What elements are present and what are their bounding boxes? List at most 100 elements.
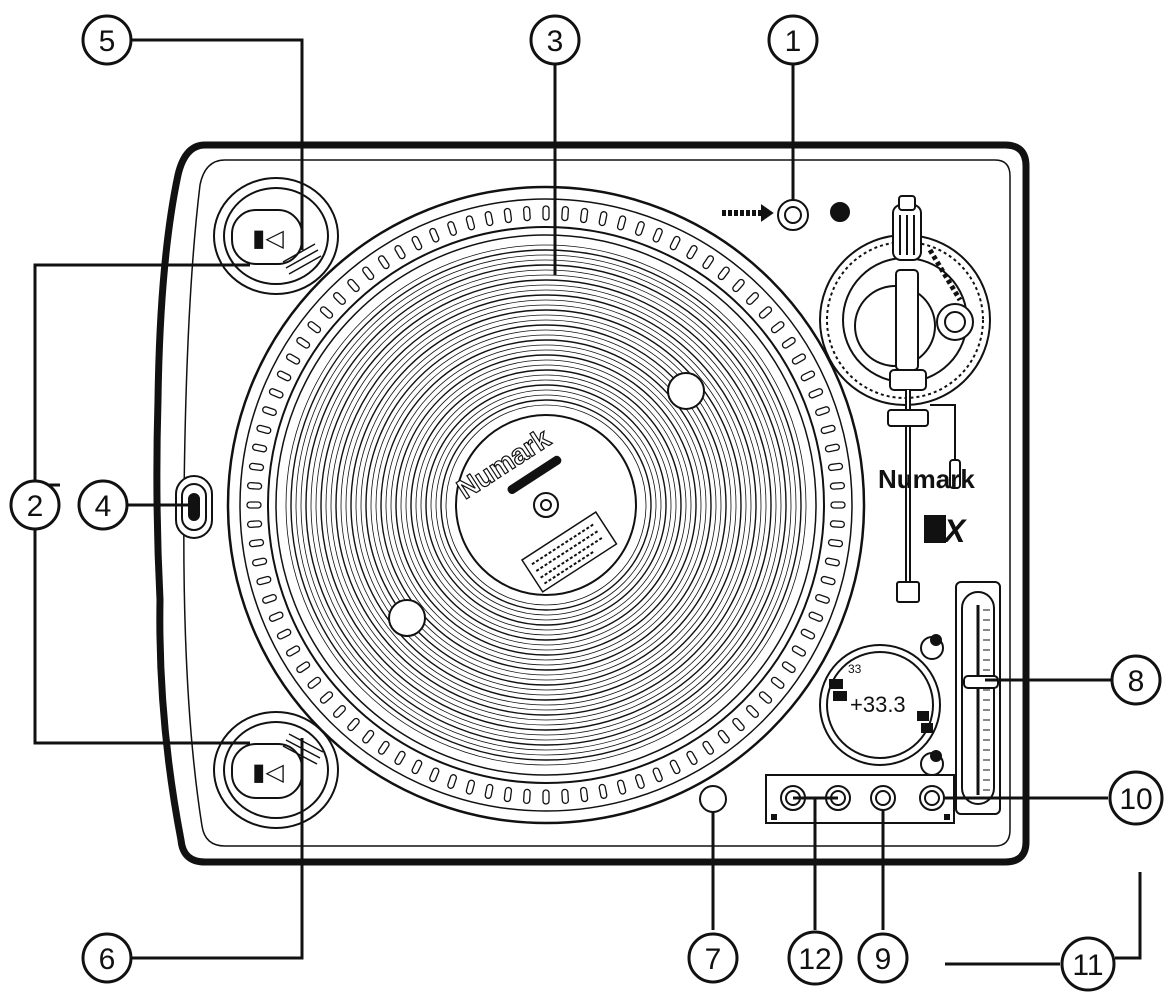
strobe-dot xyxy=(616,779,627,795)
strobe-dot xyxy=(808,611,824,622)
svg-text:9: 9 xyxy=(875,943,892,976)
strobe-dot xyxy=(394,244,406,260)
strobe-dot xyxy=(307,321,322,334)
strobe-dot xyxy=(333,292,346,305)
record-groove xyxy=(365,324,727,686)
record-groove xyxy=(395,354,697,656)
record-groove xyxy=(390,349,702,661)
power-indicator-icon xyxy=(830,202,850,222)
strobe-dot xyxy=(377,255,390,270)
side-switch[interactable] xyxy=(175,475,213,539)
strobe-dot xyxy=(702,255,715,270)
strobe-dot xyxy=(791,645,807,657)
pitch-display: 33 +33.3 xyxy=(819,634,944,776)
strobe-dot xyxy=(829,520,846,529)
strobe-dot xyxy=(598,211,608,227)
strobe-dot xyxy=(770,321,785,334)
strobe-dot xyxy=(800,370,816,382)
record-groove xyxy=(400,359,692,651)
strobe-dot xyxy=(732,717,745,732)
play-reverse-icon: ▮◁ xyxy=(252,759,284,786)
strobe-dot xyxy=(296,336,311,349)
record-groove xyxy=(420,379,672,631)
svg-text:2: 2 xyxy=(27,490,44,523)
strobe-dot xyxy=(808,388,824,399)
strobe-dot xyxy=(307,676,322,689)
record-groove xyxy=(370,329,722,681)
power-button[interactable] xyxy=(777,199,809,231)
strobe-dot xyxy=(296,661,311,674)
svg-text:8: 8 xyxy=(1128,665,1145,698)
record-groove xyxy=(290,249,802,761)
pitch-slider[interactable] xyxy=(955,581,1001,815)
model-badge: X xyxy=(924,513,967,549)
record-groove xyxy=(425,384,667,626)
callout-12: 12 xyxy=(787,930,843,986)
svg-text:10: 10 xyxy=(1119,783,1152,816)
record-groove xyxy=(350,309,742,701)
pitch-button-top[interactable] xyxy=(920,634,944,660)
strobe-dot xyxy=(579,207,589,224)
strobe-dot xyxy=(758,691,773,704)
strobe-dot xyxy=(262,406,277,417)
strobe-dot xyxy=(465,779,476,795)
svg-text:5: 5 xyxy=(99,25,116,58)
strobe-dot xyxy=(429,767,440,783)
pitch-button-bottom[interactable] xyxy=(920,750,944,776)
record-groove xyxy=(285,244,807,766)
strobe-dot xyxy=(246,520,263,529)
strobe-dot xyxy=(465,215,476,231)
strobe-dot xyxy=(669,759,681,775)
strobe-dot xyxy=(248,462,265,472)
strobe-dot xyxy=(268,611,284,622)
strobe-dot xyxy=(542,789,550,805)
strobe-dot xyxy=(579,786,589,803)
strobe-dot xyxy=(411,759,423,775)
adjust-knob[interactable] xyxy=(699,785,727,813)
strobe-dot xyxy=(686,244,698,260)
strobe-dot xyxy=(484,211,494,227)
platter[interactable] xyxy=(226,185,866,825)
strobe-dot xyxy=(732,278,745,293)
key-lock-button[interactable] xyxy=(870,785,896,811)
strobe-dot xyxy=(634,221,645,236)
strobe-dot xyxy=(347,278,360,293)
start-stop-pad-top[interactable]: ▮◁ xyxy=(213,177,339,295)
strobe-dot xyxy=(781,661,796,674)
leader-2-bottom xyxy=(33,520,250,745)
svg-text:1: 1 xyxy=(785,25,802,58)
strobe-dot xyxy=(362,729,375,744)
strobe-dot xyxy=(252,443,268,453)
strobe-dot xyxy=(484,783,494,799)
strobe-dot xyxy=(815,593,830,604)
record-groove xyxy=(320,279,772,731)
record-groove xyxy=(335,294,757,716)
strobe-dot xyxy=(447,221,458,236)
svg-text:4: 4 xyxy=(95,490,112,523)
svg-text:6: 6 xyxy=(99,943,116,976)
strobe-dot xyxy=(246,481,263,490)
strobe-dot xyxy=(256,424,272,435)
pitch-readout: +33.3 xyxy=(850,692,906,717)
strobe-dot xyxy=(276,628,292,640)
pitch-range-button[interactable] xyxy=(919,785,945,811)
record-groove xyxy=(445,404,647,606)
strobe-dot xyxy=(827,538,844,548)
strobe-dot xyxy=(758,306,773,319)
strobe-dot xyxy=(522,788,531,805)
strobe-dots xyxy=(246,205,846,805)
record-groove xyxy=(315,274,777,736)
callout-3: 3 xyxy=(529,14,581,66)
record-groove xyxy=(435,394,657,616)
callout-11: 11 xyxy=(1060,936,1116,992)
pitch-slider-handle[interactable] xyxy=(963,675,999,689)
strobe-dot xyxy=(503,786,513,803)
callouts: 1 2 3 4 5 6 7 8 9 10 11 12 xyxy=(9,14,1164,992)
tonearm[interactable] xyxy=(887,195,961,603)
svg-text:12: 12 xyxy=(798,943,831,976)
strobe-dot xyxy=(522,205,531,222)
strobe-dot xyxy=(791,353,807,365)
svg-text:3: 3 xyxy=(547,25,564,58)
record-groove xyxy=(340,299,752,711)
